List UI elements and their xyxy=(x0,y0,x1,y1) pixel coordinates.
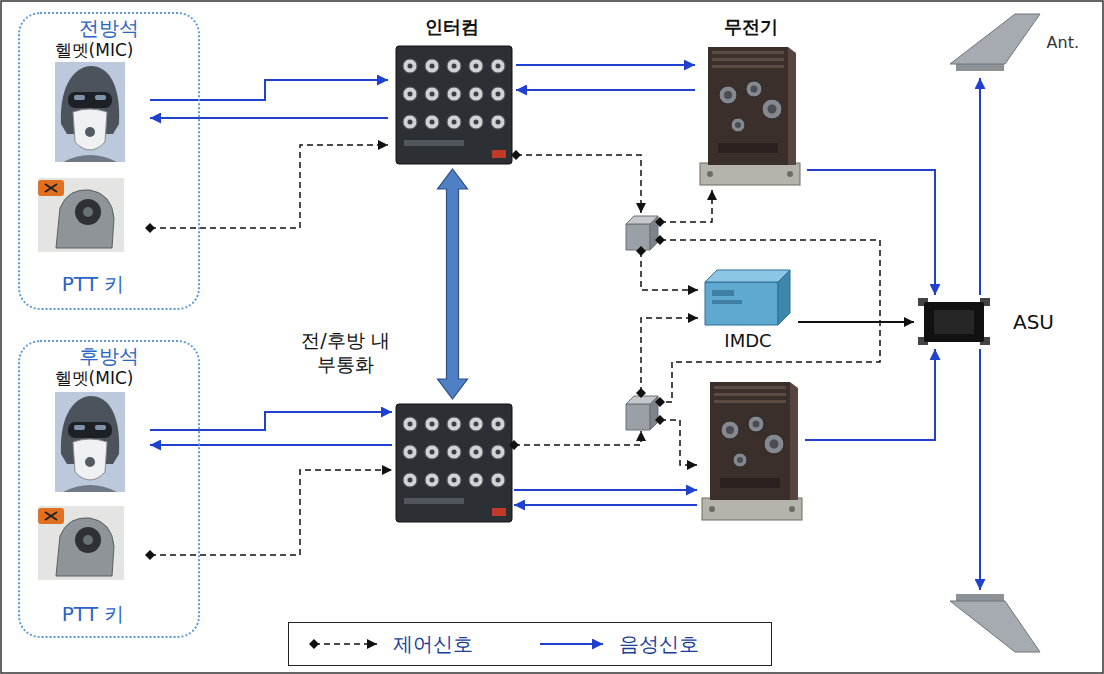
legend-item: 제어신호 xyxy=(309,632,473,656)
control-line-sample xyxy=(309,636,383,652)
front-intercom-illustration xyxy=(396,46,512,164)
control-signal-line xyxy=(641,318,698,393)
antenna-node xyxy=(935,590,1045,656)
imdc-label: IMDC xyxy=(724,330,771,352)
radio-node xyxy=(697,376,805,524)
control-signal-line xyxy=(660,190,712,222)
helmet-label: 헬멧(MIC) xyxy=(55,368,134,388)
front-radio-illustration xyxy=(700,47,800,185)
control-signal-line xyxy=(150,470,392,555)
legend-item: 음성신호 xyxy=(535,632,699,656)
ptt-key-node: PTT 키 xyxy=(36,500,150,628)
rear-intercom-illustration xyxy=(396,404,512,522)
asu-illustration xyxy=(918,298,990,345)
legend-label: 음성신호 xyxy=(619,632,699,656)
seat-group: 전방석헬멧(MIC) PTT 키 xyxy=(18,12,200,310)
seat-title: 후방석 xyxy=(79,344,139,368)
asu-illustration xyxy=(924,302,984,342)
control-signal-line xyxy=(150,145,388,228)
voice-signal-line xyxy=(514,504,697,506)
asu-node: ASU xyxy=(914,295,1064,349)
antenna-label: Ant. xyxy=(1047,33,1079,52)
radio-label: 무전기 xyxy=(724,16,778,38)
voice-signal-line xyxy=(150,80,388,100)
voice-signal-line xyxy=(805,349,935,440)
seat-title: 전방석 xyxy=(79,16,139,40)
voice-signal-line xyxy=(150,444,392,446)
imdc-node: IMDC xyxy=(698,266,798,354)
voice-signal-line xyxy=(979,349,981,590)
rear-helmet-illustration xyxy=(55,392,125,492)
front-ptt-illustration xyxy=(38,178,124,252)
ptt-key-node: PTT 키 xyxy=(36,172,150,298)
antenna-node: Ant. xyxy=(935,8,1085,78)
imdc-illustration xyxy=(778,270,790,325)
control-signal-line xyxy=(516,155,641,213)
imdc-illustration xyxy=(712,300,742,304)
intercom-label: 인터컴 xyxy=(425,16,479,38)
imdc-illustration xyxy=(705,282,778,325)
asu-illustration xyxy=(934,310,974,334)
voice-signal-line xyxy=(150,412,392,430)
voice-line-sample xyxy=(535,636,609,652)
voice-signal-line xyxy=(979,78,981,295)
data-line xyxy=(798,321,914,323)
helmet-label: 헬멧(MIC) xyxy=(55,40,134,60)
legend-box: 제어신호 음성신호 xyxy=(288,622,772,666)
control-signal-line xyxy=(660,420,697,465)
junction-node xyxy=(622,393,660,431)
front-junction-illustration xyxy=(626,216,658,250)
voice-signal-line xyxy=(807,170,935,295)
voice-signal-line xyxy=(516,64,695,66)
asu-label: ASU xyxy=(1013,310,1054,334)
intercom-node xyxy=(392,400,514,527)
helmet-node: 헬멧(MIC) xyxy=(38,40,150,165)
rear-junction-illustration xyxy=(626,396,658,430)
antenna-illustration xyxy=(950,601,1040,652)
intercom-double-arrow xyxy=(438,169,468,399)
rear-ptt-illustration xyxy=(38,506,124,580)
imdc-illustration xyxy=(712,290,734,296)
control-signal-line xyxy=(641,251,698,290)
control-signal-line xyxy=(514,431,641,445)
imdc-illustration xyxy=(705,270,790,282)
antenna-illustration xyxy=(950,14,1040,64)
antenna-illustration xyxy=(956,64,1004,71)
imdc-illustration xyxy=(705,270,790,325)
connector-group xyxy=(150,65,980,590)
rear-radio-illustration xyxy=(702,382,802,520)
legend-label: 제어신호 xyxy=(393,632,473,656)
voice-signal-line xyxy=(516,89,695,91)
ptt-key-label: PTT 키 xyxy=(62,272,125,296)
seat-group: 후방석헬멧(MIC) PTT 키 xyxy=(18,340,200,638)
helmet-node: 헬멧(MIC) xyxy=(38,368,150,493)
voice-line-sample xyxy=(540,643,603,645)
intercom-node: 인터컴 xyxy=(388,16,516,168)
control-line-sample xyxy=(314,643,377,645)
ptt-key-label: PTT 키 xyxy=(62,602,125,626)
junction-node xyxy=(622,213,660,251)
voice-signal-line xyxy=(514,489,697,491)
front-helmet-illustration xyxy=(55,62,125,162)
radio-node: 무전기 xyxy=(695,16,807,190)
antenna-illustration xyxy=(956,594,1004,601)
voice-signal-line xyxy=(150,117,388,119)
edge-label: 전/후방 내부통화 xyxy=(300,329,392,377)
